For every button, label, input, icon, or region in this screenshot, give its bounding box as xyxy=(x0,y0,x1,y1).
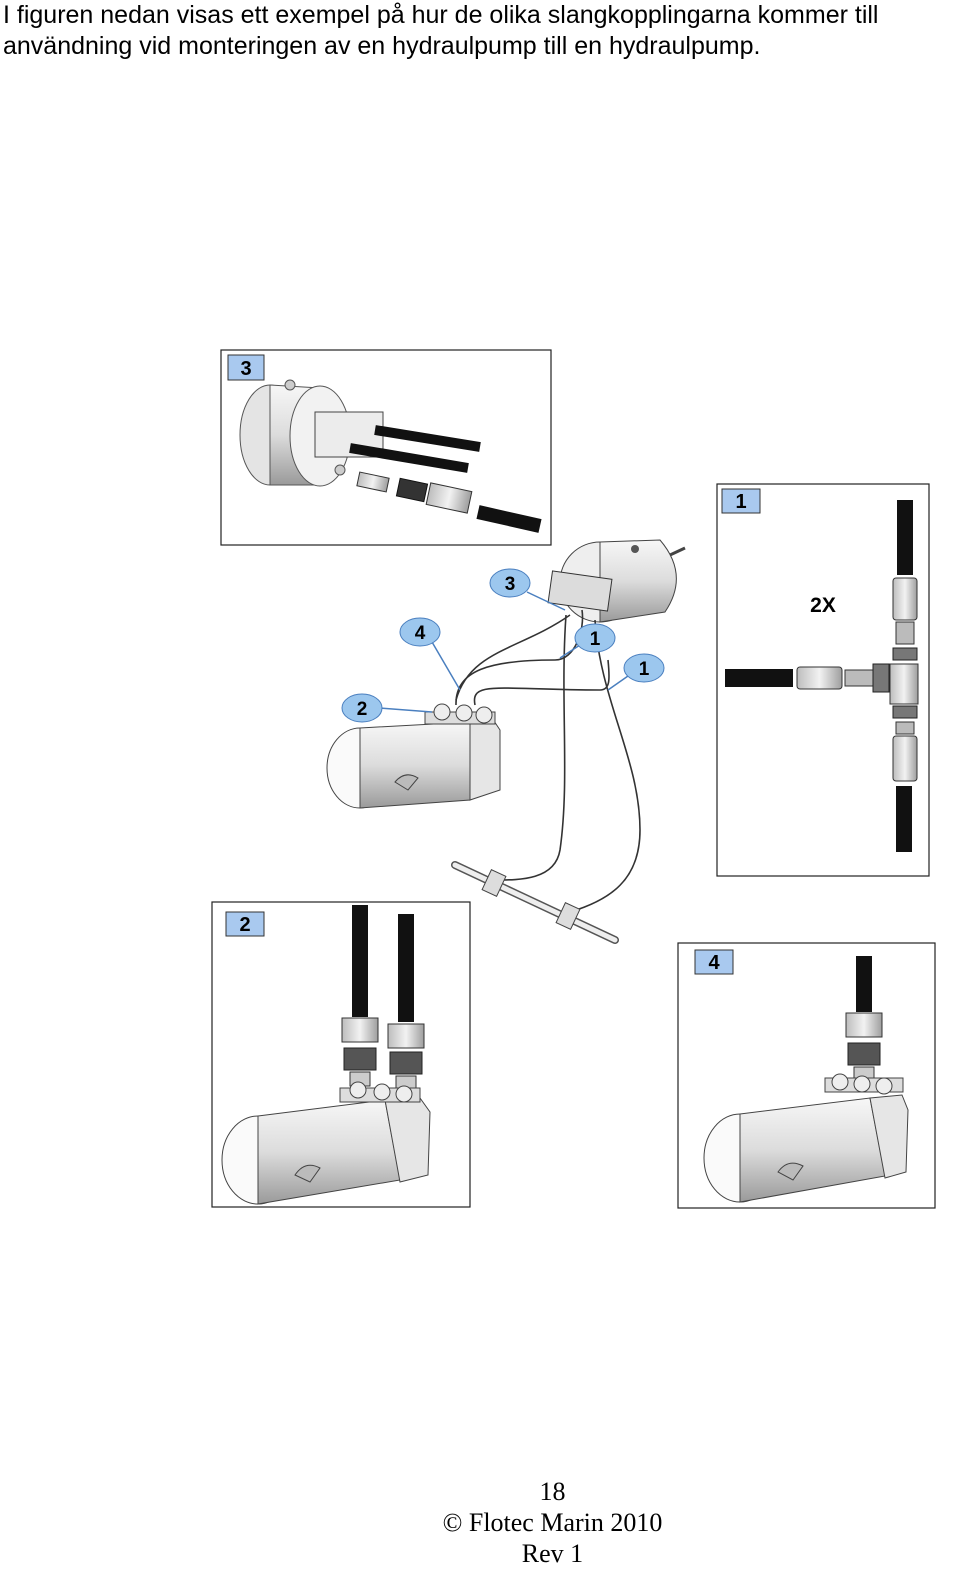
svg-text:1: 1 xyxy=(639,659,650,680)
inset-4-label: 4 xyxy=(708,952,720,974)
inset-4: 4 xyxy=(677,942,936,1209)
inset-1-note: 2X xyxy=(810,594,836,617)
svg-text:4: 4 xyxy=(415,623,426,644)
inset-4-badge xyxy=(694,949,734,975)
revision-text: Rev 1 xyxy=(521,1539,584,1568)
intro-line-2: användning vid monteringen av en hydraul… xyxy=(3,32,761,60)
callout-2: 2 xyxy=(341,693,433,723)
inset-3-label: 3 xyxy=(240,358,251,380)
inset-3: 3 xyxy=(220,349,552,546)
callout-3: 3 xyxy=(489,568,566,611)
page-footer: 18 © Flotec Marin 2010 Rev 1 xyxy=(330,1476,775,1569)
callout-1b: 1 xyxy=(607,653,665,691)
svg-text:3: 3 xyxy=(505,574,516,595)
inset-1-badge xyxy=(721,488,761,514)
intro-text: I figuren nedan visas ett exempel på hur… xyxy=(3,0,960,62)
inset-2-label: 2 xyxy=(239,914,250,936)
intro-line-1: I figuren nedan visas ett exempel på hur… xyxy=(3,1,879,29)
callout-1a: 1 xyxy=(559,623,616,659)
callout-4: 4 xyxy=(399,617,461,691)
inset-1-label: 1 xyxy=(735,491,746,513)
main-assembly xyxy=(326,539,686,944)
inset-1: 1 2X xyxy=(716,483,930,877)
inset-3-badge xyxy=(227,354,265,381)
inset-2-badge xyxy=(225,911,265,937)
page-number: 18 xyxy=(539,1477,566,1506)
svg-text:1: 1 xyxy=(590,629,601,650)
svg-text:2: 2 xyxy=(357,699,368,720)
inset-2: 2 xyxy=(211,901,471,1208)
copyright-text: © Flotec Marin 2010 xyxy=(442,1508,663,1537)
